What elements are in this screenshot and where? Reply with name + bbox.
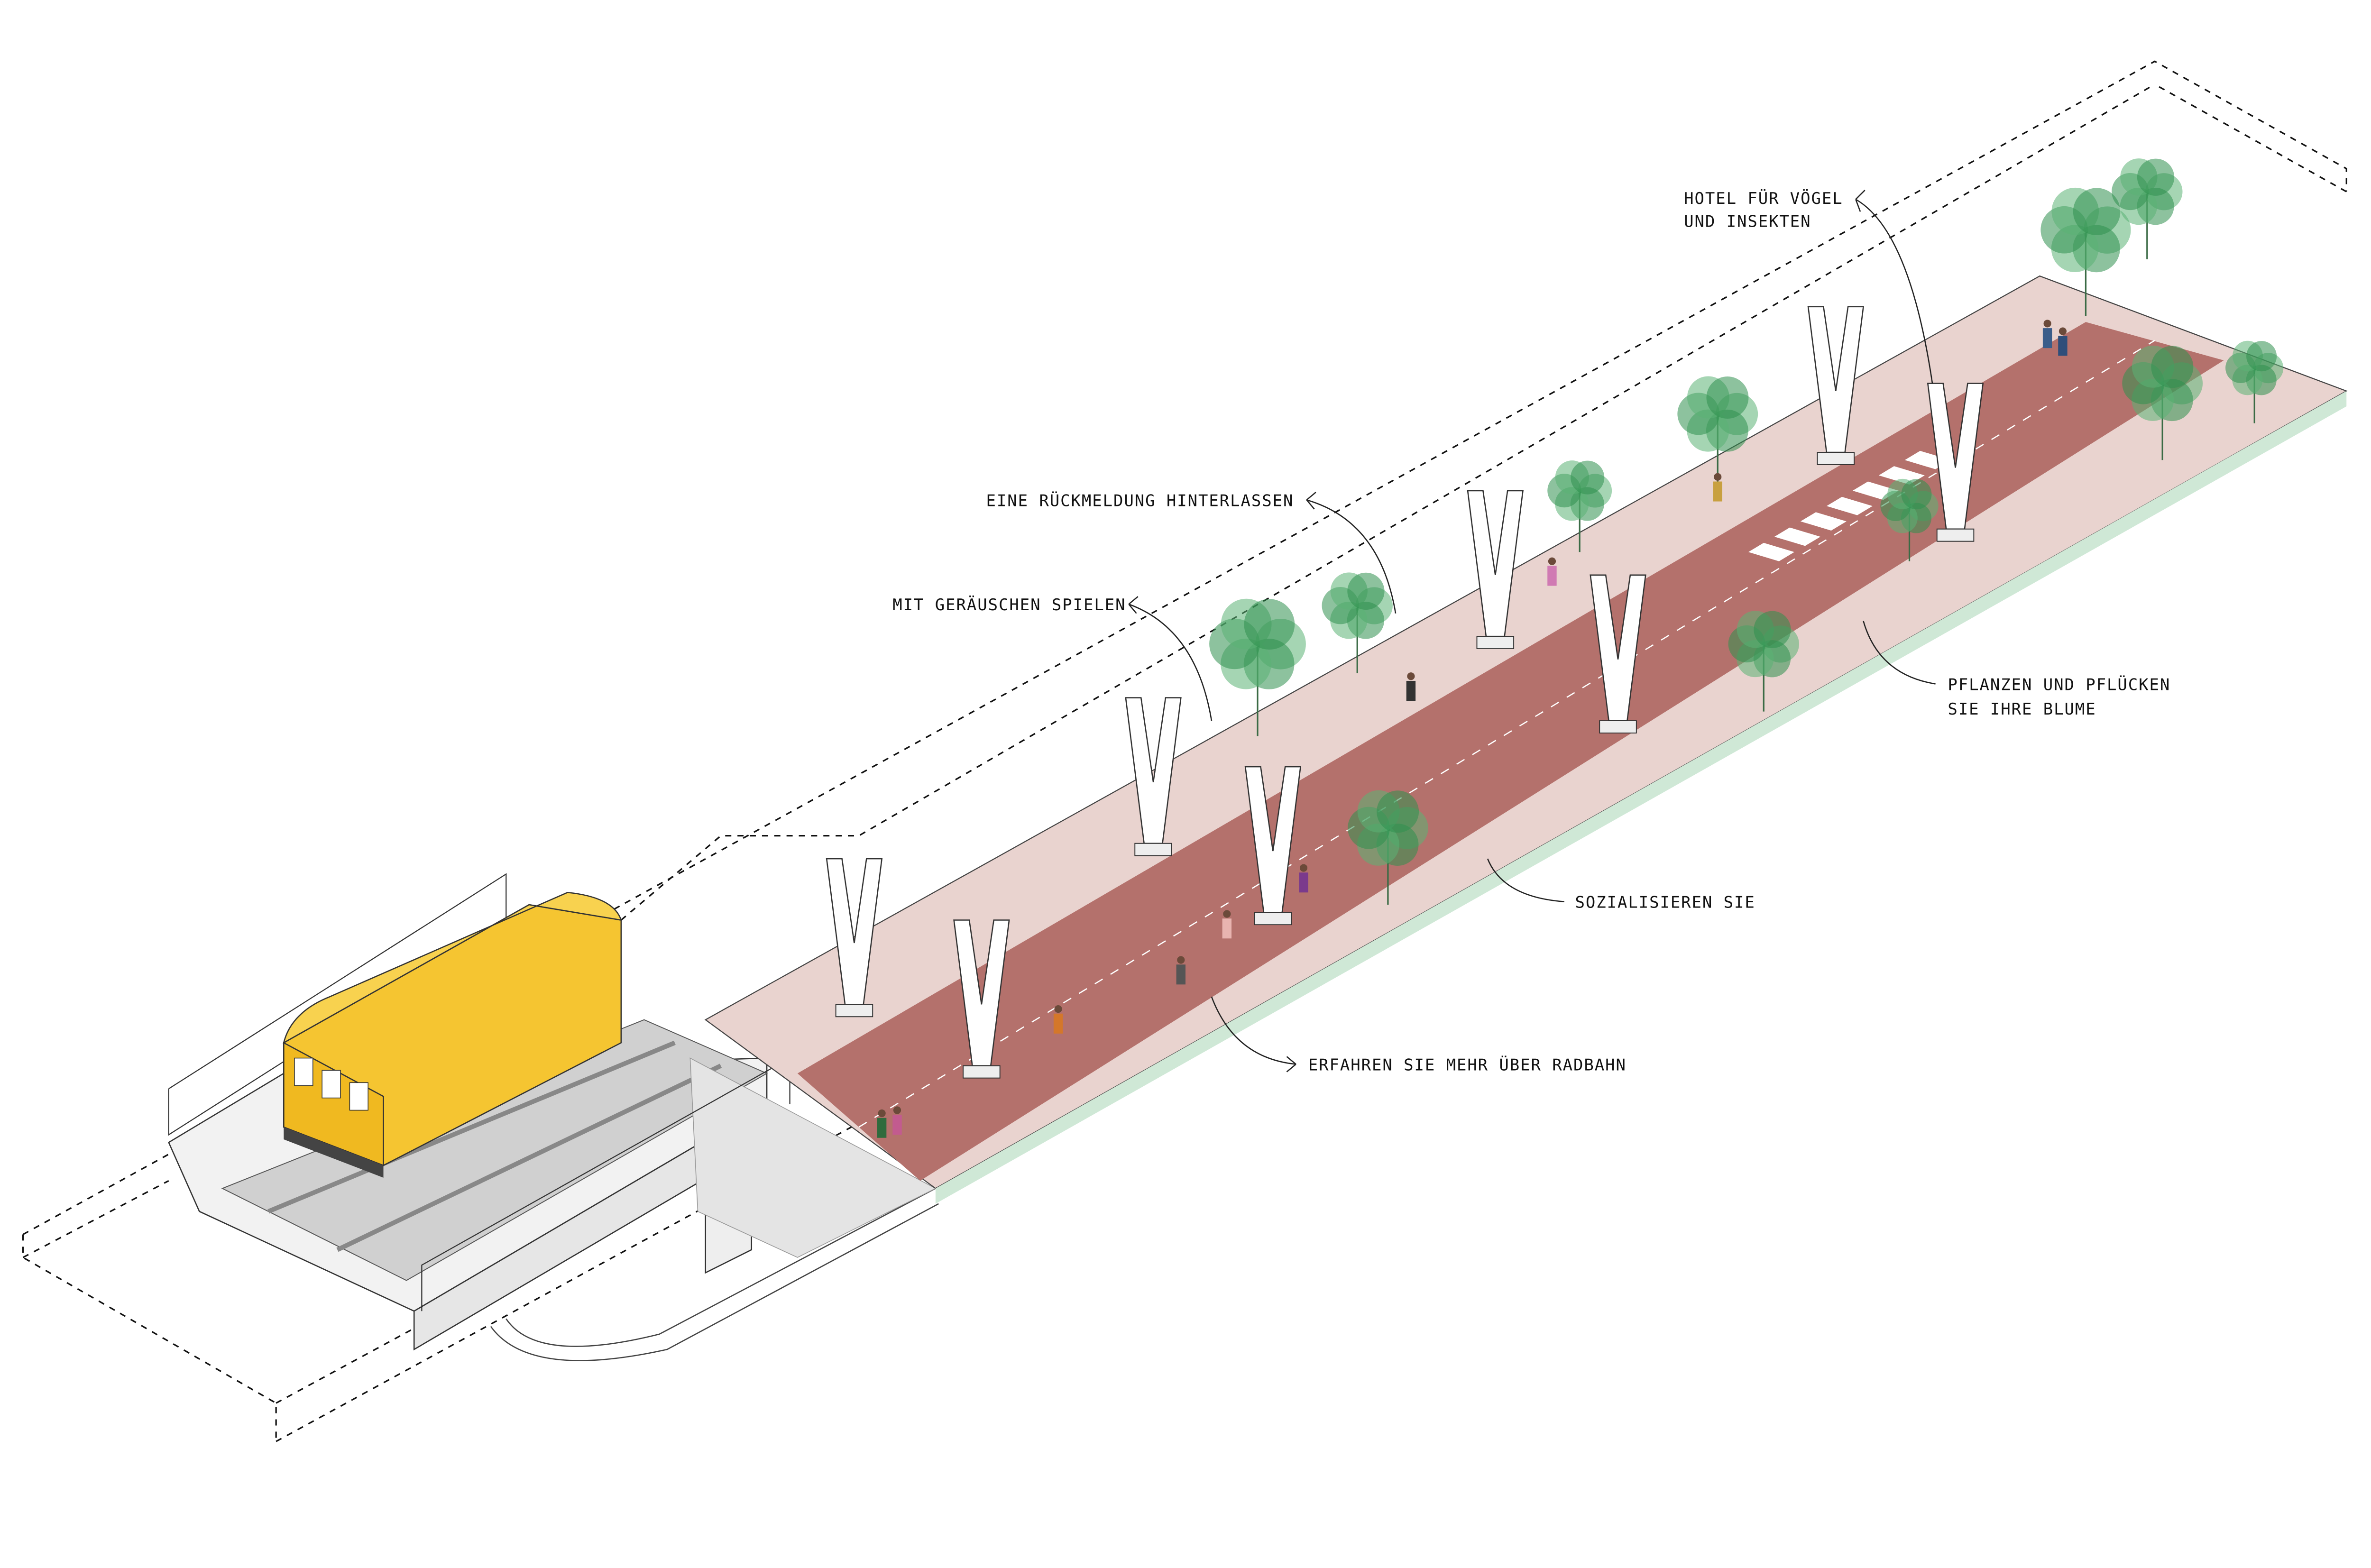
tree-canopy <box>2151 346 2194 388</box>
pillar-base <box>1254 912 1292 926</box>
person-head <box>1223 910 1231 918</box>
arrow-plants <box>1863 621 1936 685</box>
tree-canopy <box>1706 376 1749 419</box>
label-sounds: MIT GERÄUSCHEN SPIELEN <box>892 596 1126 614</box>
person-head <box>893 1106 901 1114</box>
pillar-base <box>1936 528 1975 542</box>
arrow-socialize <box>1487 858 1564 902</box>
person-head <box>1299 864 1308 872</box>
arrow-sounds <box>1128 596 1213 721</box>
person <box>1547 566 1557 586</box>
pillar-base <box>1134 843 1172 856</box>
label-bird-hotel-2: UND INSEKTEN <box>1684 212 1811 231</box>
people <box>877 320 2068 1138</box>
tree-canopy <box>2246 341 2277 372</box>
person-head <box>2043 320 2051 328</box>
crosswalk-stripe <box>1826 496 1873 515</box>
radbahn-isometric-drawing: HOTEL FÜR VÖGEL UND INSEKTEN EINE RÜCKME… <box>22 60 2348 1442</box>
label-feedback: EINE RÜCKMELDUNG HINTERLASSEN <box>986 491 1294 510</box>
tree-canopy <box>2137 158 2175 196</box>
pillar-base <box>835 1004 873 1018</box>
label-plants: PFLANZEN UND PFLÜCKEN <box>1948 675 2170 694</box>
person <box>1299 872 1308 893</box>
pillar-base <box>1476 636 1515 650</box>
tree-canopy <box>1244 599 1295 650</box>
tree-canopy <box>1571 460 1605 495</box>
crosswalk-stripe <box>1748 542 1794 561</box>
tree-canopy <box>1901 479 1932 510</box>
person <box>1053 1013 1063 1034</box>
lane-centerline <box>858 339 2155 1128</box>
person-head <box>2059 327 2067 335</box>
crosswalk-stripe <box>1774 527 1820 546</box>
person <box>2058 336 2068 356</box>
yellow-train <box>283 891 622 1178</box>
crosswalk-stripe <box>1800 512 1847 531</box>
person <box>1713 481 1722 502</box>
person <box>877 1118 887 1138</box>
tree-canopy <box>1377 790 1419 833</box>
label-learn-more: ERFAHREN SIE MEHR ÜBER RADBAHN <box>1308 1055 1627 1074</box>
tree-canopy <box>1347 572 1385 610</box>
person-head <box>1714 473 1722 481</box>
trees <box>1209 158 2284 905</box>
tree-canopy <box>2073 188 2121 236</box>
annotations: HOTEL FÜR VÖGEL UND INSEKTEN EINE RÜCKME… <box>892 189 2170 1074</box>
arrow-learn-more <box>1211 996 1296 1073</box>
person-head <box>1054 1005 1062 1013</box>
person <box>1222 918 1232 939</box>
diagram-stage: HOTEL FÜR VÖGEL UND INSEKTEN EINE RÜCKME… <box>22 60 2348 1442</box>
person <box>892 1115 902 1135</box>
arrow-feedback <box>1306 492 1397 614</box>
person <box>1406 680 1416 701</box>
pillar-base <box>1599 720 1637 734</box>
label-socialize: SOZIALISIEREN SIE <box>1575 893 1755 912</box>
label-plants-2: SIE IHRE BLUME <box>1948 700 2096 719</box>
person-head <box>1548 557 1556 565</box>
person <box>1176 964 1186 985</box>
label-bird-hotel: HOTEL FÜR VÖGEL <box>1684 189 1843 208</box>
bike-lane <box>797 322 2224 1181</box>
arrow-bird-hotel <box>1855 190 1933 384</box>
pillar-base <box>963 1065 1001 1079</box>
person-head <box>1177 956 1185 964</box>
person <box>2042 328 2052 348</box>
person-head <box>878 1109 886 1118</box>
v-pillars <box>826 306 1984 1079</box>
pillar-base <box>1817 452 1855 465</box>
person-head <box>1407 672 1415 680</box>
planting-strip <box>935 391 2347 1204</box>
tree-canopy <box>1754 611 1791 648</box>
